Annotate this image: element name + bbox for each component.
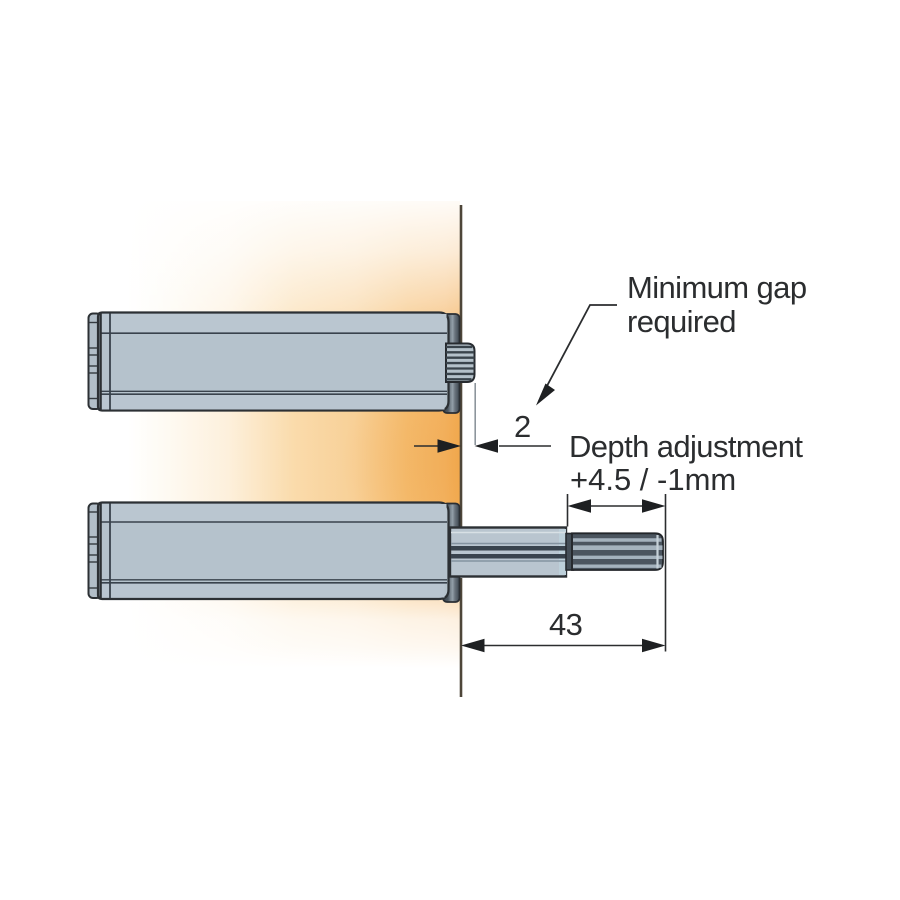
svg-text:Depth adjustment: Depth adjustment: [569, 429, 803, 464]
svg-text:Minimum gap: Minimum gap: [627, 270, 806, 305]
svg-text:2: 2: [514, 409, 531, 444]
svg-text:43: 43: [549, 607, 582, 642]
svg-text:required: required: [627, 304, 736, 339]
svg-text:+4.5 / -1mm: +4.5 / -1mm: [570, 462, 736, 497]
